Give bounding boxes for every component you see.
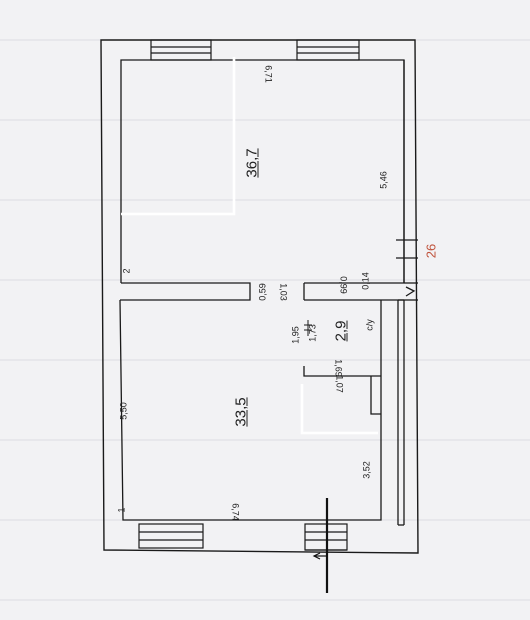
bath-dimension-marks (304, 320, 312, 336)
room-2-number: 2 (121, 268, 132, 274)
window-bottom (138, 523, 204, 549)
dim-wall-059: 0,59 (257, 283, 268, 301)
white-overlay-lines (121, 57, 378, 435)
wall-marks (396, 239, 418, 259)
internal-wall (120, 282, 404, 301)
entrance-marker (312, 498, 329, 593)
room-1-area: 33,5 (232, 397, 250, 427)
bathroom-area: 2,9 (332, 320, 350, 342)
window-top-left (150, 39, 212, 61)
dim-room2-right: 5,46 (378, 171, 389, 189)
room-1-outline (119, 299, 382, 521)
room-1-number: 1 (116, 507, 127, 513)
window-top-right (296, 39, 360, 61)
dim-room1-left: 5,50 (118, 402, 129, 420)
room-2-area: 36,7 (243, 148, 261, 178)
bathroom-usage: с/у (364, 319, 375, 331)
dim-bath-169: 1,69 (333, 359, 344, 377)
dim-bath-107: 1,07 (334, 375, 345, 393)
dim-wall-099: 0,99 (338, 276, 349, 294)
dim-bath-195: 1,95 (290, 326, 301, 344)
dim-door-gap: 1,03 (278, 283, 289, 301)
dim-room1-bottom: 6,74 (230, 503, 241, 521)
dim-wall-014: 0,14 (360, 272, 371, 290)
dim-bath-173: 1,73 (307, 324, 318, 342)
room-2-outline (120, 59, 405, 283)
dim-room2-top: 6,71 (263, 65, 274, 83)
dim-room1-right: 3,52 (361, 461, 372, 479)
building-number: 26 (423, 243, 439, 259)
right-wall (397, 60, 418, 526)
paper-lines (0, 39, 530, 601)
